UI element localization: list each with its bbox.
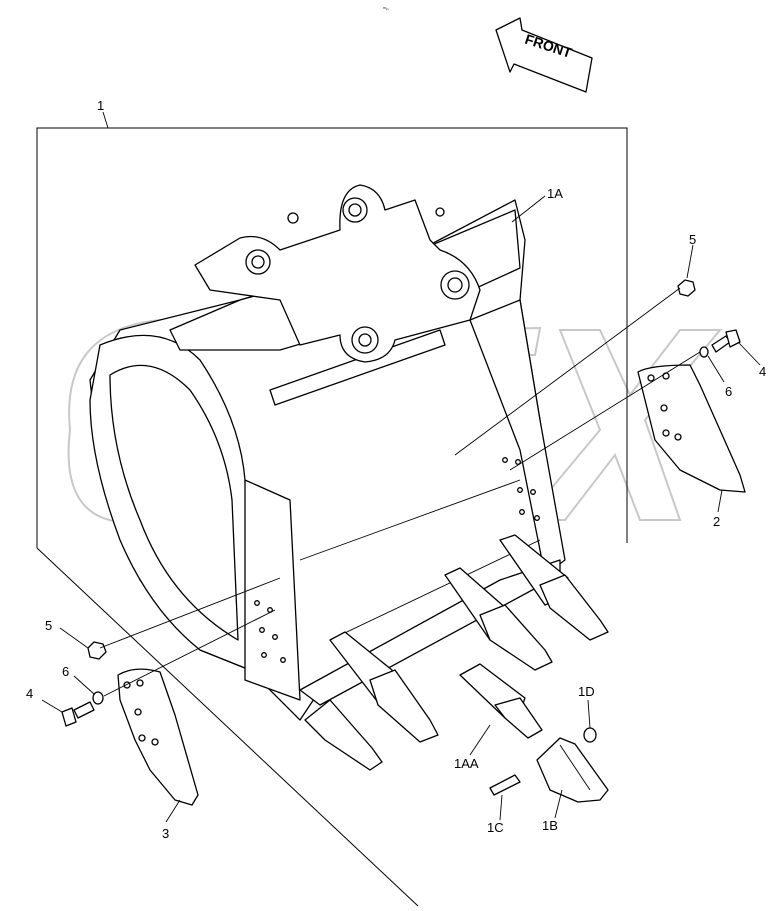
lock	[583, 727, 597, 743]
header-mark: ᵐᵢₙ	[383, 6, 389, 12]
leader-1aa	[469, 724, 491, 756]
label-side-cutter-left: 3	[162, 826, 169, 841]
label-tooth-point: 1B	[542, 818, 558, 833]
leader-bolt-line-left	[103, 609, 276, 697]
washer-right	[699, 346, 709, 358]
leader-1d	[587, 699, 591, 729]
label-lock: 1D	[578, 684, 595, 699]
label-assembly: 1	[97, 98, 104, 113]
label-bolt-left: 4	[26, 686, 33, 701]
label-side-cutter-right: 2	[713, 514, 720, 529]
nut-right	[677, 279, 696, 297]
label-pin: 1C	[487, 820, 504, 835]
assembly-frame	[36, 127, 628, 907]
leader-1	[102, 111, 109, 129]
link-brackets	[194, 184, 481, 363]
leader-6-right	[707, 355, 725, 383]
bucket-body	[89, 199, 566, 721]
leader-6-left	[73, 675, 95, 695]
teeth-row	[304, 534, 609, 771]
label-bucket-body: 1A	[547, 186, 563, 201]
label-nut-right: 5	[689, 232, 696, 247]
leader-1c	[499, 794, 503, 821]
leader-5-left	[59, 627, 89, 649]
nut-left	[87, 641, 107, 660]
leader-4-left	[41, 699, 63, 713]
leader-5-right	[686, 244, 694, 279]
leader-3	[165, 799, 181, 823]
washer-left	[92, 691, 104, 705]
leader-bolt-line-right	[509, 351, 701, 471]
pin	[489, 774, 521, 796]
leader-1a	[511, 195, 546, 223]
label-bolt-right: 4	[759, 364, 766, 379]
leader-nut-line-right	[454, 287, 681, 456]
side-cutter-left	[117, 668, 199, 806]
leader-2	[717, 489, 723, 513]
bolt-right	[711, 329, 741, 353]
leader-1b	[554, 789, 563, 819]
label-washer-right: 6	[725, 384, 732, 399]
tooth-point	[536, 737, 609, 803]
leader-nut-line-left	[99, 577, 281, 649]
leader-4-right	[737, 341, 761, 366]
label-nut-left: 5	[45, 618, 52, 633]
label-adapter: 1AA	[454, 756, 479, 771]
label-washer-left: 6	[62, 664, 69, 679]
front-arrow: FRONT	[495, 17, 593, 93]
bolt-left	[61, 701, 95, 727]
